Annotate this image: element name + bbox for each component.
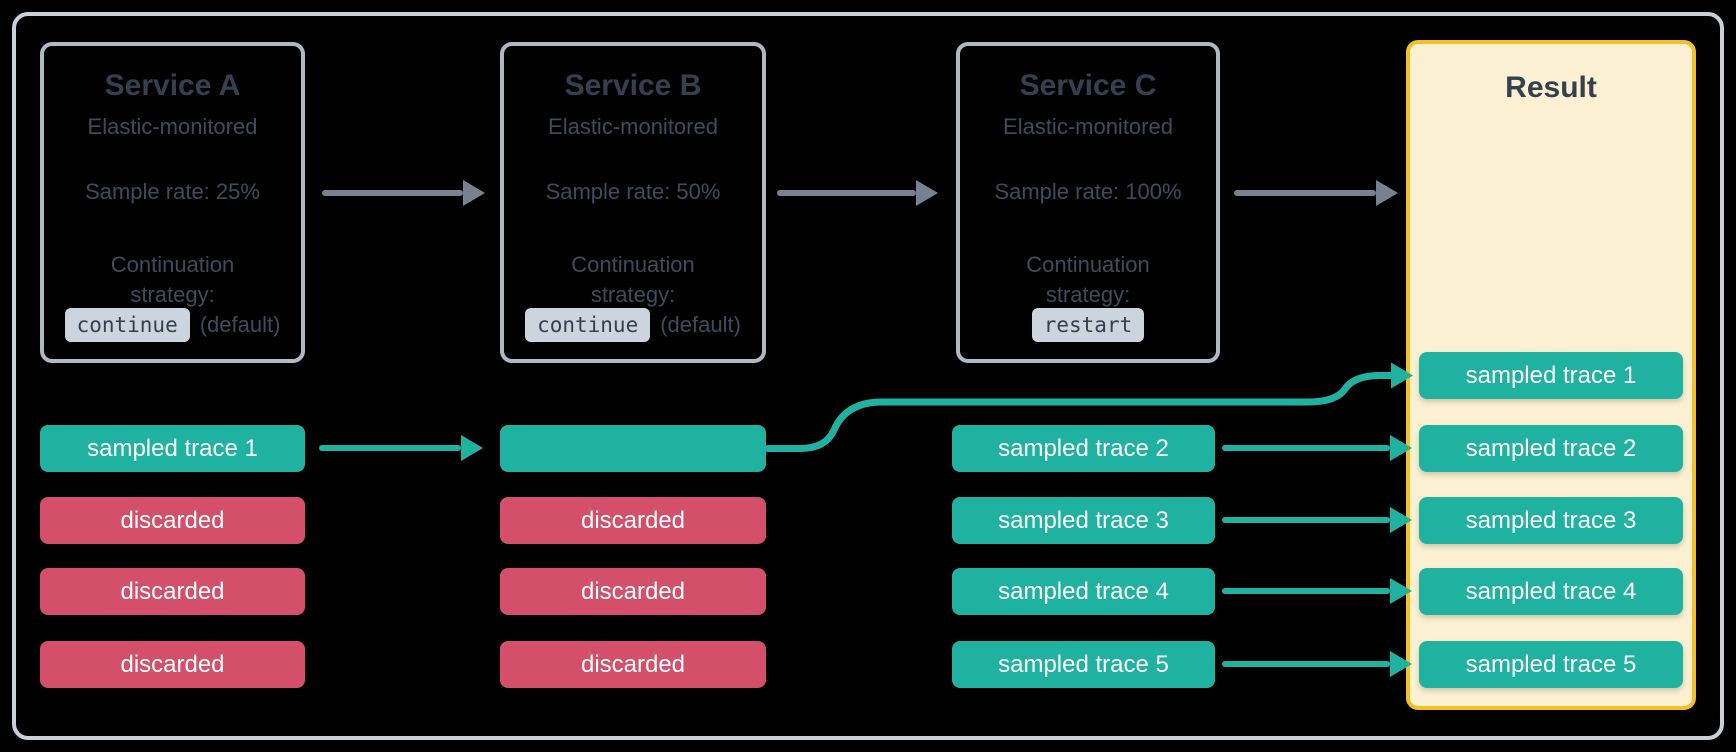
- pill-a-discarded-1: discarded: [40, 497, 305, 544]
- arrow-shaft: [319, 445, 461, 451]
- arrow-shaft: [1222, 445, 1390, 451]
- arrow-head-icon: [916, 180, 938, 206]
- arrow-head-icon: [1390, 435, 1412, 461]
- arrow-head-icon: [1376, 180, 1398, 206]
- service-box-b: Service B Elastic-monitored Sample rate:…: [500, 42, 766, 363]
- strategy-badge-row: continue (default): [504, 308, 762, 342]
- monitoring-label: Elastic-monitored: [87, 114, 258, 139]
- pill-result-sampled-trace-3: sampled trace 3: [1419, 497, 1683, 544]
- arrow-shaft: [1222, 661, 1390, 667]
- pill-a-sampled-trace-1: sampled trace 1: [40, 425, 305, 472]
- flow-arrow-b-to-c: [777, 180, 938, 206]
- continuation-line2: strategy:: [130, 282, 215, 307]
- result-title: Result: [1505, 71, 1597, 104]
- strategy-default-note: (default): [199, 312, 281, 337]
- flow-arrow-c-to-result: [1234, 180, 1398, 206]
- monitoring-label: Elastic-monitored: [548, 114, 718, 139]
- sample-rate-label: Sample rate: 25%: [85, 179, 260, 204]
- pill-c-sampled-trace-4: sampled trace 4: [952, 568, 1215, 615]
- pill-result-sampled-trace-2: sampled trace 2: [1419, 425, 1683, 472]
- pill-a-discarded-3: discarded: [40, 641, 305, 688]
- arrow-head-icon: [1390, 578, 1412, 604]
- service-title: Service A: [104, 69, 241, 102]
- arrow-head-icon: [1390, 651, 1412, 677]
- continuation-strategy-label: Continuation strategy:: [44, 250, 301, 310]
- arrow-shaft: [322, 190, 463, 196]
- pill-c-sampled-trace-2: sampled trace 2: [952, 425, 1215, 472]
- service-title: Service C: [1019, 69, 1157, 102]
- arrow-shaft: [1222, 588, 1390, 594]
- sample-rate-label: Sample rate: 50%: [545, 179, 721, 204]
- diagram-frame: [12, 12, 1724, 740]
- flow-arrow-a-to-b: [322, 180, 485, 206]
- trace-arrow-c4-to-result: [1222, 578, 1412, 604]
- continuation-line1: Continuation: [571, 252, 695, 277]
- strategy-code-badge: continue: [64, 308, 190, 342]
- arrow-shaft: [777, 190, 916, 196]
- arrow-head-icon: [461, 435, 483, 461]
- monitoring-label: Elastic-monitored: [1003, 114, 1173, 139]
- pill-c-sampled-trace-5: sampled trace 5: [952, 641, 1215, 688]
- pill-b-sampled-unlabeled: [500, 425, 766, 472]
- service-box-c: Service C Elastic-monitored Sample rate:…: [956, 42, 1220, 363]
- trace-arrow-c2-to-result: [1222, 435, 1412, 461]
- continuation-line1: Continuation: [1026, 252, 1150, 277]
- strategy-badge-row: restart: [960, 308, 1216, 342]
- strategy-default-note: (default): [660, 312, 741, 337]
- continuation-line1: Continuation: [110, 252, 235, 277]
- arrow-head-icon: [1390, 507, 1412, 533]
- pill-b-discarded-2: discarded: [500, 568, 766, 615]
- service-box-a: Service A Elastic-monitored Sample rate:…: [40, 42, 305, 363]
- trace-arrow-c5-to-result: [1222, 651, 1412, 677]
- strategy-code-badge: continue: [525, 308, 651, 342]
- arrow-shaft: [1234, 190, 1376, 196]
- arrow-shaft: [1222, 517, 1390, 523]
- continuation-strategy-label: Continuation strategy:: [960, 250, 1216, 310]
- strategy-badge-row: continue (default): [44, 308, 301, 342]
- continuation-line2: strategy:: [590, 282, 676, 307]
- pill-b-discarded-1: discarded: [500, 497, 766, 544]
- trace-arrow-c3-to-result: [1222, 507, 1412, 533]
- continuation-line2: strategy:: [1045, 282, 1131, 307]
- strategy-code-badge: restart: [1031, 308, 1145, 342]
- arrow-head-icon: [463, 180, 485, 206]
- pill-c-sampled-trace-3: sampled trace 3: [952, 497, 1215, 544]
- continuation-strategy-label: Continuation strategy:: [504, 250, 762, 310]
- pill-result-sampled-trace-4: sampled trace 4: [1419, 568, 1683, 615]
- pill-result-sampled-trace-5: sampled trace 5: [1419, 641, 1683, 688]
- pill-b-discarded-3: discarded: [500, 641, 766, 688]
- trace-arrow-a1-to-b: [319, 435, 483, 461]
- service-title: Service B: [564, 69, 702, 102]
- pill-result-sampled-trace-1: sampled trace 1: [1419, 352, 1683, 399]
- sample-rate-label: Sample rate: 100%: [994, 179, 1182, 204]
- pill-a-discarded-2: discarded: [40, 568, 305, 615]
